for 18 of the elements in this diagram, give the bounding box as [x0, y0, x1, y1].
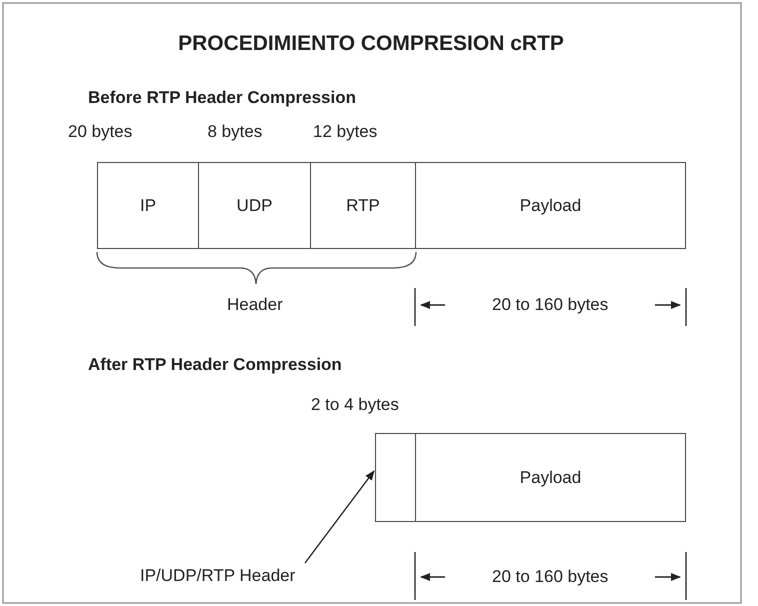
- packet-field: Payload: [415, 433, 686, 522]
- section-heading: Before RTP Header Compression: [88, 88, 356, 108]
- size-label: 8 bytes: [208, 122, 262, 142]
- compressed-header-field: [375, 433, 416, 522]
- packet-field: UDP: [198, 162, 311, 249]
- leader-arrow: [304, 470, 375, 564]
- packet-field: IP: [97, 162, 199, 249]
- size-label: 12 bytes: [313, 122, 378, 142]
- title: PROCEDIMIENTO COMPRESION cRTP: [178, 32, 564, 55]
- size-label: 20 bytes: [68, 122, 132, 142]
- leader-text: IP/UDP/RTP Header: [140, 566, 296, 586]
- section-heading: After RTP Header Compression: [88, 355, 342, 375]
- dimension-label: 20 to 160 bytes: [492, 567, 608, 587]
- packet-field: RTP: [310, 162, 416, 249]
- brace-label: Header: [227, 295, 283, 315]
- size-label: 2 to 4 bytes: [311, 395, 399, 415]
- packet-field: Payload: [415, 162, 686, 249]
- dimension-label: 20 to 160 bytes: [492, 295, 608, 315]
